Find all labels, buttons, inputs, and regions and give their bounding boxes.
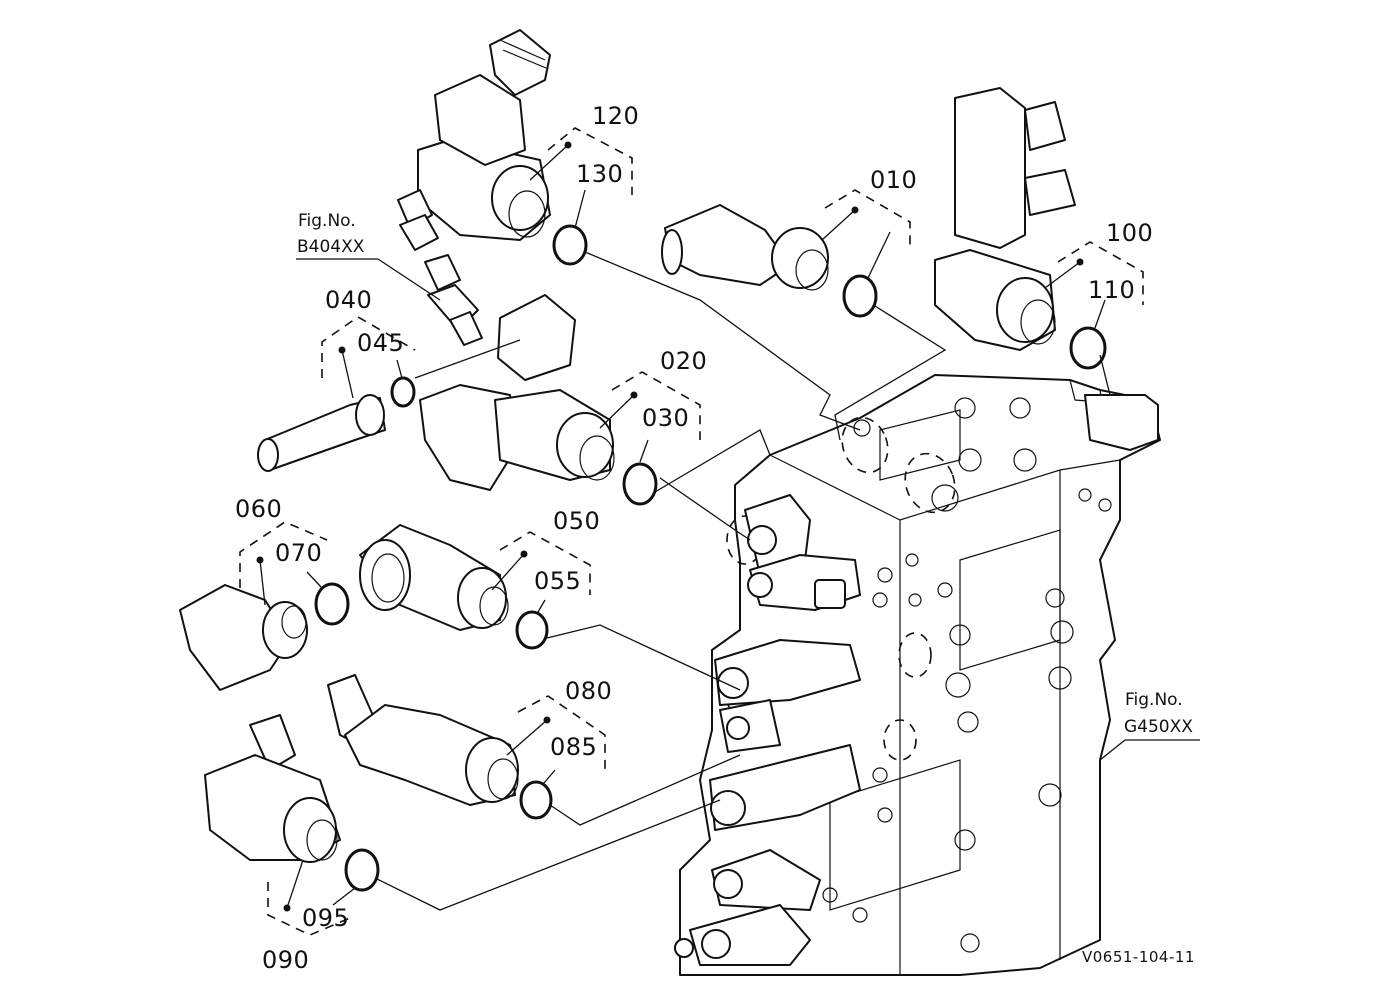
fitting-assembly-120 — [397, 29, 551, 241]
o-ring-110 — [1069, 326, 1107, 370]
o-ring-010 — [842, 274, 878, 318]
fitting-assembly-080 — [327, 674, 519, 806]
callout-labels: 120 130 010 100 110 040 045 020 030 060 … — [235, 102, 1153, 974]
callout-045: 045 — [357, 329, 404, 357]
callout-110: 110 — [1088, 276, 1135, 304]
fig-ref-number: G450XX — [1124, 717, 1193, 737]
elbow-fitting-060 — [179, 584, 308, 691]
callout-130: 130 — [576, 160, 623, 188]
o-ring-095 — [344, 848, 380, 892]
fitting-assembly-020 — [419, 294, 615, 491]
callout-055: 055 — [534, 567, 581, 595]
o-ring-030 — [622, 462, 658, 506]
o-ring-045 — [390, 376, 416, 408]
o-ring-055 — [515, 610, 549, 650]
o-ring-085 — [519, 780, 553, 820]
callout-085: 085 — [550, 733, 597, 761]
fig-ref-number: B404XX — [297, 237, 365, 257]
pressure-sensor — [399, 214, 483, 346]
callout-050: 050 — [553, 507, 600, 535]
fitting-assembly-100 — [934, 87, 1076, 351]
callout-030: 030 — [642, 404, 689, 432]
control-valve-body — [674, 374, 1161, 976]
fitting-assembly-090 — [204, 714, 341, 863]
adapter-040 — [257, 394, 386, 472]
figure-reference-g450xx: Fig.No. G450XX — [1124, 690, 1193, 737]
callout-090: 090 — [262, 946, 309, 974]
o-ring-130 — [552, 224, 588, 266]
center-lines — [296, 251, 1200, 911]
callout-brackets — [239, 127, 1144, 936]
callout-095: 095 — [302, 904, 349, 932]
callout-070: 070 — [275, 539, 322, 567]
callout-020: 020 — [660, 347, 707, 375]
drawing-code: V0651-104-11 — [1082, 948, 1195, 966]
callout-120: 120 — [592, 102, 639, 130]
fig-ref-label: Fig.No. — [1125, 690, 1183, 710]
figure-reference-b404xx: Fig.No. B404XX — [297, 211, 365, 257]
callout-100: 100 — [1106, 219, 1153, 247]
callout-080: 080 — [565, 677, 612, 705]
fitting-assembly-050 — [359, 524, 509, 631]
callout-040: 040 — [325, 286, 372, 314]
callout-010: 010 — [870, 166, 917, 194]
fig-ref-label: Fig.No. — [298, 211, 356, 231]
callout-060: 060 — [235, 495, 282, 523]
o-ring-070 — [314, 582, 350, 626]
elbow-fitting-010 — [661, 204, 829, 291]
